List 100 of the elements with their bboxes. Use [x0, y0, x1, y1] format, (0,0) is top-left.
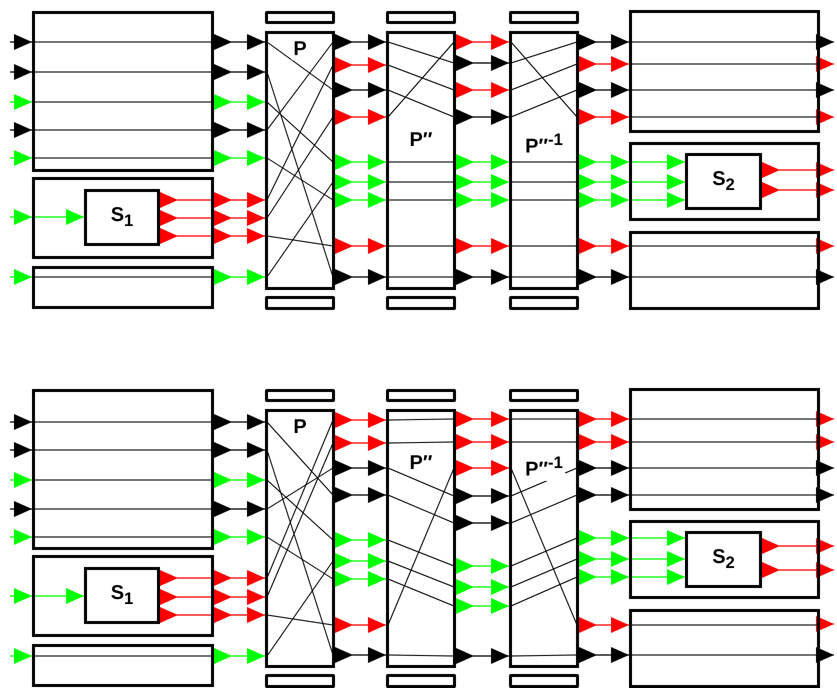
arrow — [456, 34, 509, 50]
arrow — [10, 648, 32, 664]
arrow — [816, 238, 834, 254]
arrow — [456, 411, 509, 427]
arrow — [456, 174, 509, 190]
arrow — [456, 109, 509, 125]
substitution-box — [685, 153, 762, 210]
permutation-box — [265, 409, 335, 668]
arrow — [579, 530, 685, 546]
bar — [265, 389, 335, 402]
bar — [265, 11, 335, 24]
permutation-box — [386, 409, 456, 668]
arrow — [10, 472, 32, 488]
arrow — [335, 82, 386, 98]
bar — [509, 11, 579, 24]
block-box — [629, 388, 820, 511]
arrow — [579, 411, 629, 427]
box-label: P — [291, 38, 309, 60]
arrow — [579, 460, 629, 476]
arrow — [214, 472, 265, 488]
arrow — [160, 607, 265, 623]
arrow — [335, 412, 386, 428]
arrow — [816, 269, 834, 285]
arrow — [816, 434, 834, 450]
block-box — [629, 142, 820, 221]
arrow — [579, 269, 629, 285]
arrow — [579, 154, 685, 170]
arrow — [160, 228, 265, 244]
arrow — [579, 34, 629, 50]
arrow — [214, 150, 265, 166]
arrow — [456, 55, 509, 71]
substitution-box — [685, 531, 762, 588]
arrow — [579, 617, 629, 633]
arrow — [816, 109, 834, 125]
arrow — [10, 414, 32, 430]
arrow — [160, 589, 265, 605]
bar — [509, 296, 579, 310]
arrow — [579, 174, 685, 190]
arrow — [214, 442, 265, 458]
bar — [509, 389, 579, 402]
arrow — [335, 571, 386, 587]
arrow — [816, 82, 834, 98]
arrow — [214, 648, 265, 664]
block-box — [32, 389, 214, 550]
bar — [265, 296, 335, 310]
arrow — [10, 529, 32, 545]
permutation-box — [265, 31, 335, 290]
arrow — [214, 529, 265, 545]
arrow — [456, 192, 509, 208]
substitution-box — [84, 189, 160, 246]
arrow — [214, 34, 265, 50]
arrow — [579, 82, 629, 98]
arrow — [579, 109, 629, 125]
arrow — [456, 648, 509, 664]
arrow — [10, 34, 32, 50]
arrow — [335, 269, 386, 285]
bar — [509, 674, 579, 688]
arrow — [762, 562, 834, 578]
arrow — [335, 192, 386, 208]
arrow — [335, 647, 386, 663]
arrow — [214, 122, 265, 138]
permutation-box — [509, 31, 579, 290]
arrow — [579, 551, 685, 567]
arrow — [335, 154, 386, 170]
block-box — [629, 10, 820, 133]
arrow — [456, 579, 509, 595]
arrow — [579, 56, 629, 72]
arrow — [335, 57, 386, 73]
arrow — [456, 488, 509, 504]
arrow — [456, 154, 509, 170]
arrow — [214, 269, 265, 285]
arrow — [335, 238, 386, 254]
arrow — [816, 616, 834, 632]
arrow — [335, 487, 386, 503]
arrow — [456, 558, 509, 574]
arrow — [456, 269, 509, 285]
bar — [386, 389, 456, 402]
arrow — [762, 182, 834, 198]
arrow — [456, 238, 509, 254]
arrow — [816, 487, 834, 503]
arrow — [816, 34, 834, 50]
arrow — [579, 192, 685, 208]
arrow — [456, 598, 509, 614]
arrow — [456, 460, 509, 476]
arrow — [816, 56, 834, 72]
arrow — [816, 460, 834, 476]
arrow — [10, 64, 32, 80]
block-box — [32, 644, 214, 687]
arrow — [335, 34, 386, 50]
arrow — [160, 210, 265, 226]
arrow — [579, 647, 629, 663]
arrow — [10, 442, 32, 458]
arrow — [214, 501, 265, 517]
block-box — [629, 609, 820, 688]
arrow — [10, 588, 84, 604]
arrow — [214, 64, 265, 80]
arrow — [10, 122, 32, 138]
arrow — [335, 617, 386, 633]
block-box — [32, 555, 214, 637]
block-box — [32, 177, 214, 259]
